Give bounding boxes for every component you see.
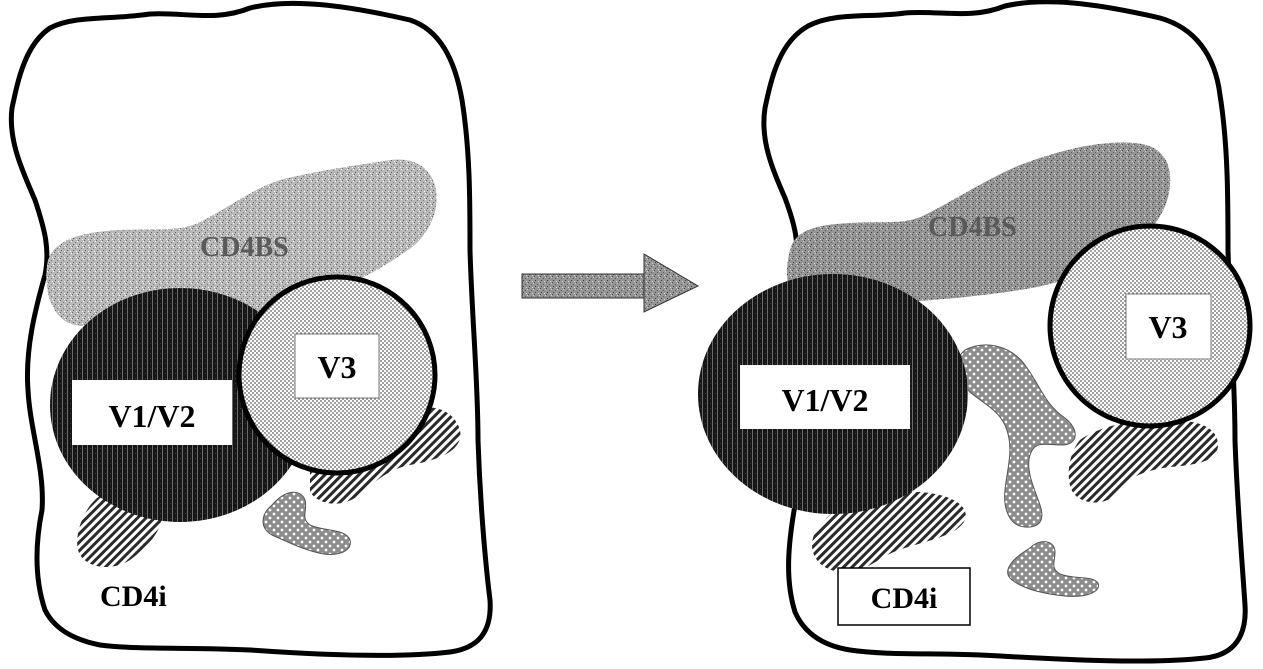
right-dotted-loop-upper <box>957 345 1075 527</box>
arrow-shaft <box>522 274 647 298</box>
arrow-head <box>644 254 698 312</box>
transition-arrow <box>522 254 698 312</box>
left-panel-unliganded: CD4BS V1/V2 V3 CD4i <box>11 3 490 655</box>
left-v3-label: V3 <box>317 349 356 385</box>
left-cd4bs-label: CD4BS <box>200 232 289 263</box>
left-v1v2-label: V1/V2 <box>108 398 195 434</box>
left-cd4i-label: CD4i <box>100 580 167 613</box>
right-v1v2-label: V1/V2 <box>781 382 868 418</box>
right-cd4i-blob-2 <box>1069 420 1218 503</box>
right-v3-label: V3 <box>1148 309 1187 345</box>
right-cd4bs-label: CD4BS <box>928 212 1017 243</box>
right-panel-cd4-bound: CD4BS V1/V2 V3 CD4i <box>698 2 1250 661</box>
right-dotted-loop-lower <box>1008 542 1099 597</box>
right-cd4i-label: CD4i <box>871 582 938 615</box>
